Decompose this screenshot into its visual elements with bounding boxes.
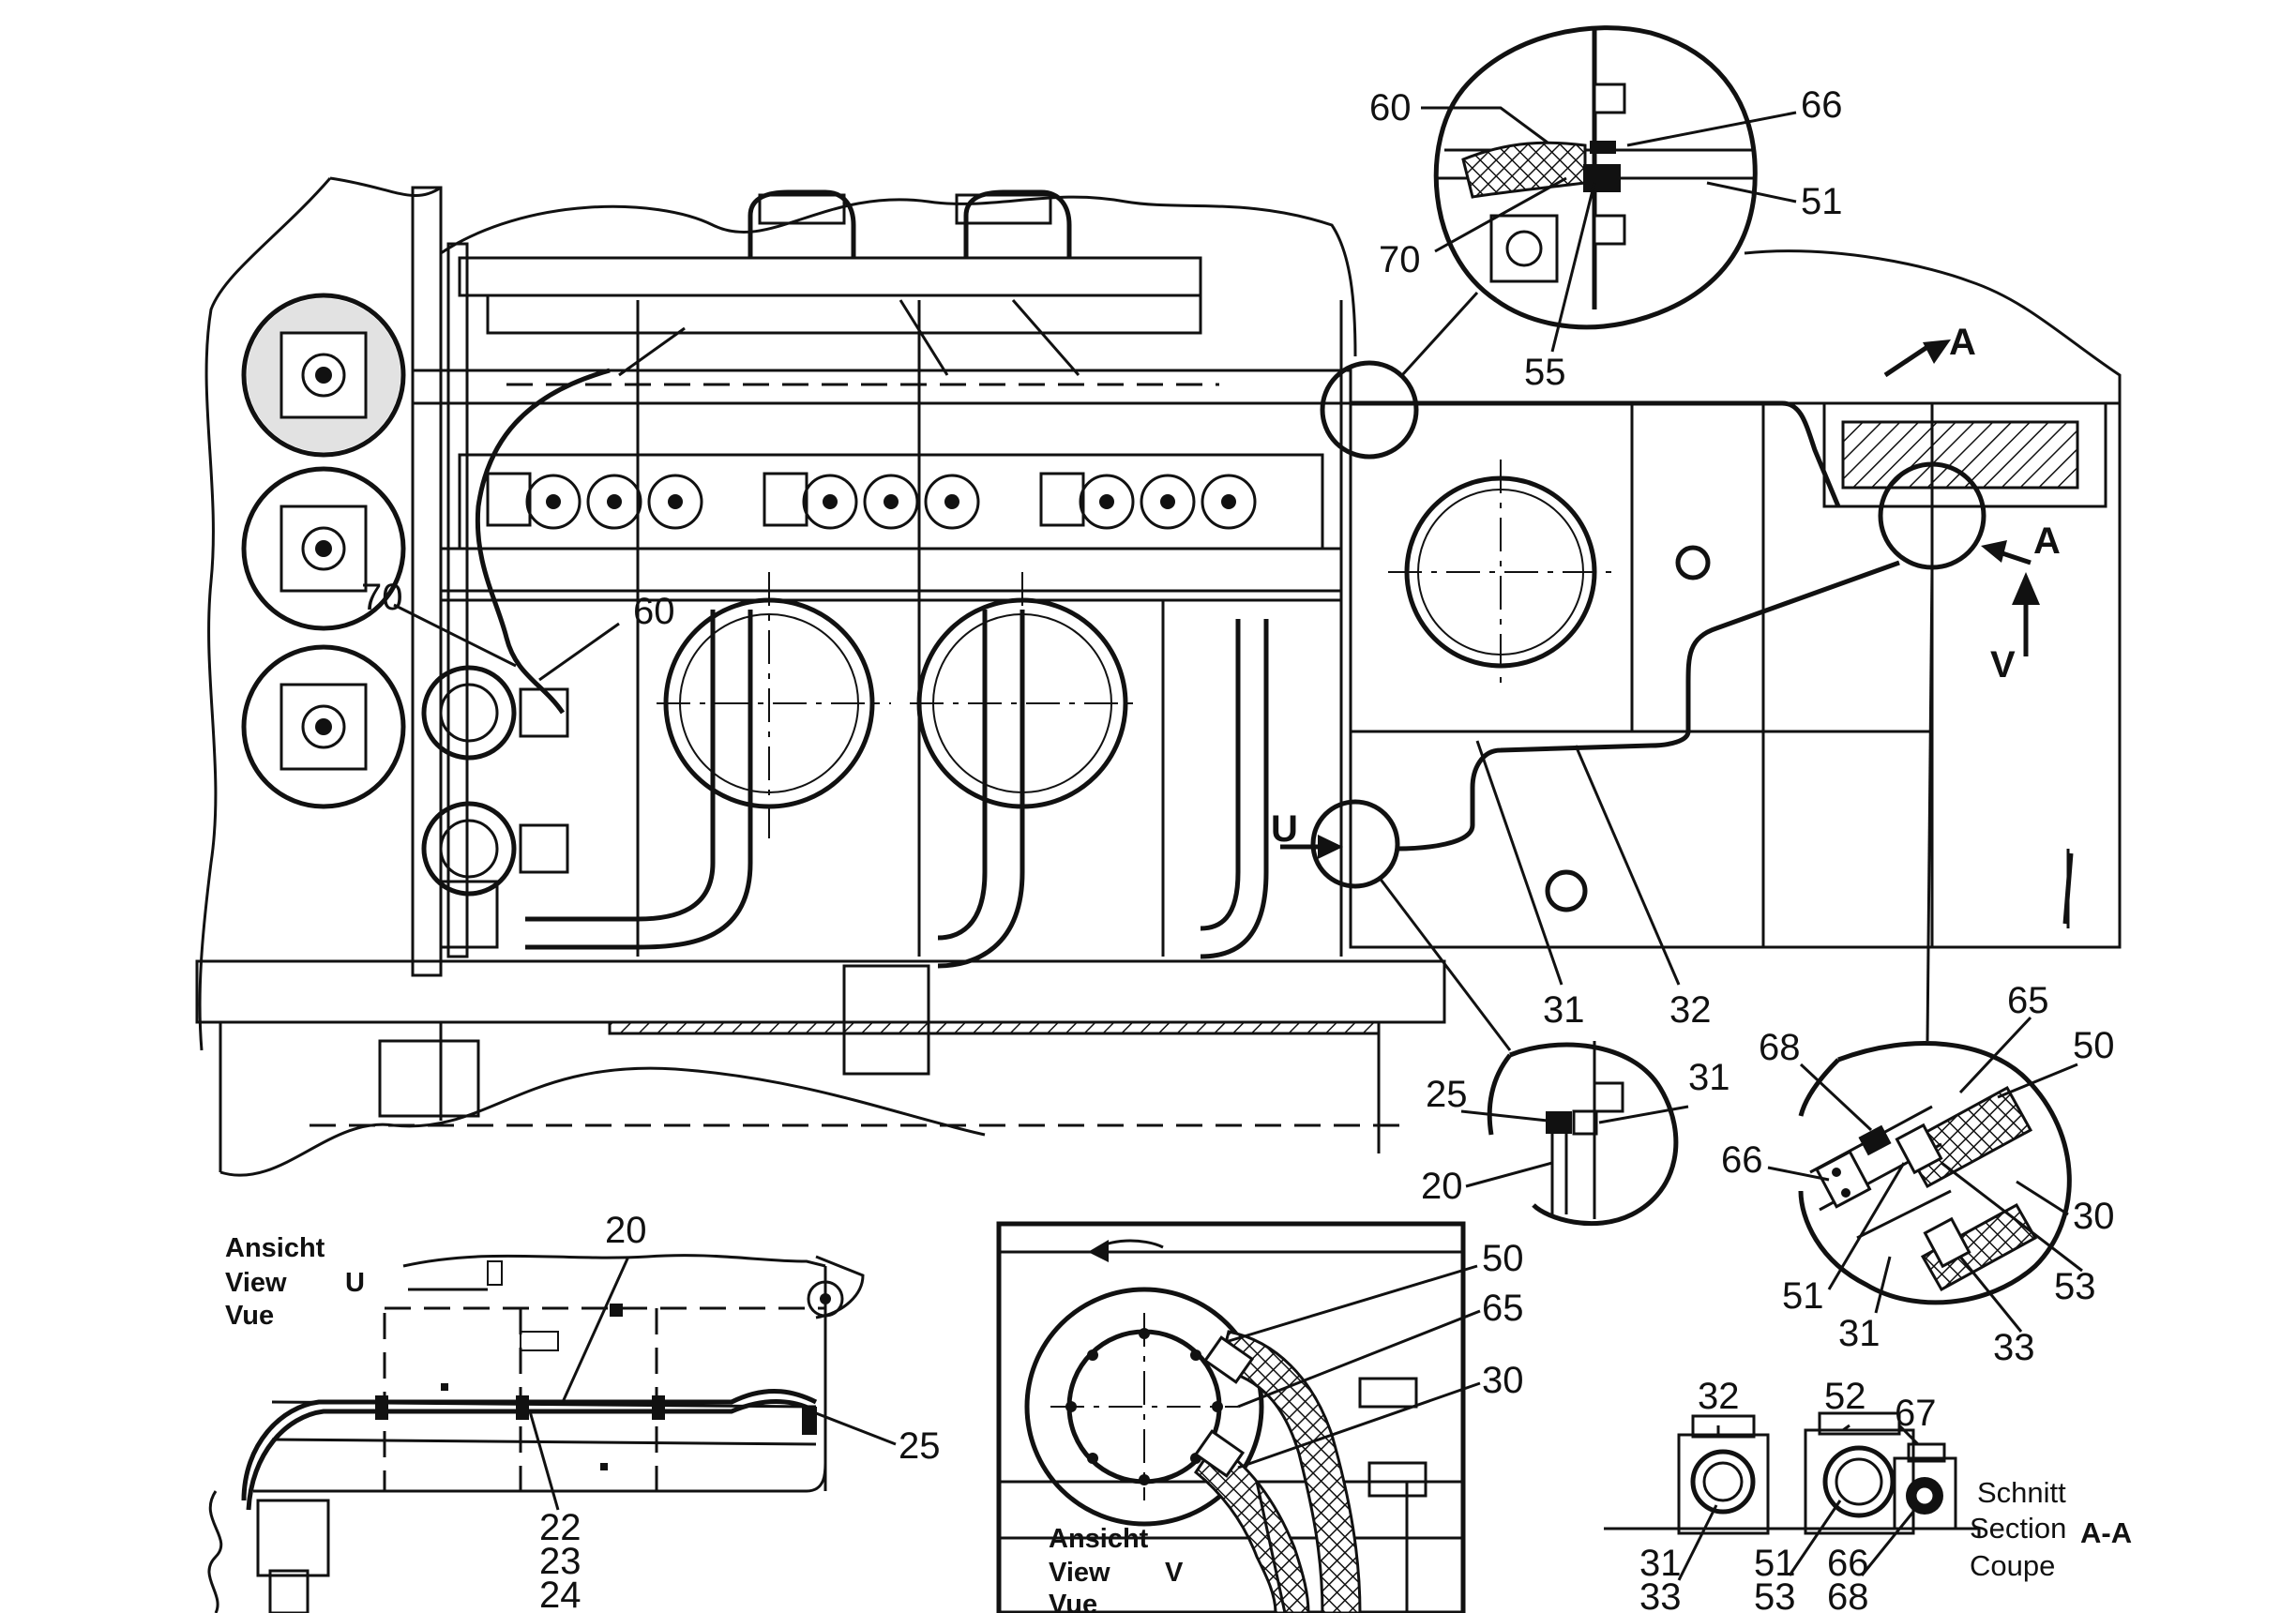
- label-67: 67: [1895, 1393, 1937, 1434]
- label-66: 66: [1801, 84, 1843, 126]
- view-v-panel: Ansicht View V Vue 50 65 30: [996, 1221, 1524, 1613]
- caption-letter-v: V: [1165, 1558, 1184, 1588]
- label-view-v: V: [1990, 644, 2016, 686]
- label-section-a-top: A: [1949, 322, 1976, 363]
- label-31: 31: [1838, 1313, 1881, 1354]
- caption-section: Section: [1970, 1512, 2066, 1545]
- label-view-u: U: [1271, 808, 1298, 850]
- label-24: 24: [539, 1575, 582, 1613]
- caption-ansicht-u: Ansicht: [225, 1233, 325, 1263]
- label-25: 25: [1426, 1074, 1468, 1115]
- caption-schnitt: Schnitt: [1977, 1476, 2066, 1509]
- detail-top-connector: 60 66 51 70 55: [1369, 25, 1843, 393]
- view-v-arrow: [2012, 572, 2040, 605]
- label-30: 30: [2073, 1196, 2115, 1237]
- label-55: 55: [1524, 352, 1566, 393]
- view-u-arrow: [1318, 835, 1343, 859]
- section-arrow-top: [1883, 344, 1929, 378]
- label-52: 52: [1824, 1376, 1866, 1417]
- label-60: 60: [633, 591, 675, 632]
- label-53: 53: [1754, 1576, 1796, 1613]
- view-u-panel: Ansicht View U Vue 20 25 22 23 24: [207, 1210, 941, 1613]
- label-section-a-right: A: [2033, 520, 2061, 562]
- label-20: 20: [1421, 1166, 1463, 1207]
- label-70: 70: [1379, 239, 1421, 280]
- label-32: 32: [1669, 989, 1712, 1031]
- label-65: 65: [2007, 980, 2049, 1021]
- label-32: 32: [1698, 1376, 1740, 1417]
- motor-disc-2: [241, 466, 406, 631]
- caption-view-u: View: [225, 1268, 287, 1298]
- pump-1: [421, 665, 569, 761]
- label-31: 31: [1639, 1543, 1682, 1584]
- label-51: 51: [1801, 181, 1843, 222]
- label-51: 51: [1782, 1275, 1824, 1317]
- section-a-a: 32 52 67 31 33 51 53 66 68 Schnitt Secti…: [1604, 1376, 2132, 1613]
- label-53: 53: [2054, 1266, 2096, 1307]
- label-31: 31: [1688, 1057, 1730, 1098]
- label-65: 65: [1482, 1288, 1524, 1329]
- terminal-block-row: [486, 472, 1257, 530]
- caption-vue-v: Vue: [1049, 1590, 1097, 1613]
- caption-letter-u: U: [345, 1268, 365, 1298]
- caption-view-v: View: [1049, 1558, 1110, 1588]
- label-50: 50: [1482, 1238, 1524, 1279]
- caption-section-letter: A-A: [2080, 1516, 2132, 1549]
- label-33: 33: [1639, 1576, 1682, 1613]
- label-25: 25: [899, 1425, 941, 1467]
- motor-disc-1: [241, 293, 406, 458]
- caption-ansicht-v: Ansicht: [1049, 1524, 1149, 1554]
- label-66: 66: [1721, 1139, 1763, 1181]
- detail-right-connector: 68 65 50 66 30 51 31 53 33: [1721, 980, 2115, 1368]
- label-30: 30: [1482, 1360, 1524, 1401]
- label-51: 51: [1754, 1543, 1796, 1584]
- caption-vue-u: Vue: [225, 1301, 274, 1331]
- label-60: 60: [1369, 87, 1412, 128]
- motor-disc-3: [241, 644, 406, 809]
- label-33: 33: [1993, 1327, 2035, 1368]
- detail-view-u-clamp: 25 31 20: [1421, 1041, 1730, 1227]
- label-20: 20: [605, 1210, 647, 1251]
- label-50: 50: [2073, 1025, 2115, 1066]
- label-68: 68: [1759, 1027, 1801, 1068]
- main-assembly-view: 70 60 U 31 32 A A V: [195, 176, 2122, 1177]
- label-22: 22: [539, 1507, 582, 1548]
- label-31: 31: [1543, 989, 1585, 1031]
- label-66: 66: [1827, 1543, 1869, 1584]
- label-23: 23: [539, 1541, 582, 1582]
- caption-coupe: Coupe: [1970, 1549, 2055, 1582]
- label-68: 68: [1827, 1576, 1869, 1613]
- label-70: 70: [361, 577, 403, 618]
- pump-2: [421, 801, 569, 897]
